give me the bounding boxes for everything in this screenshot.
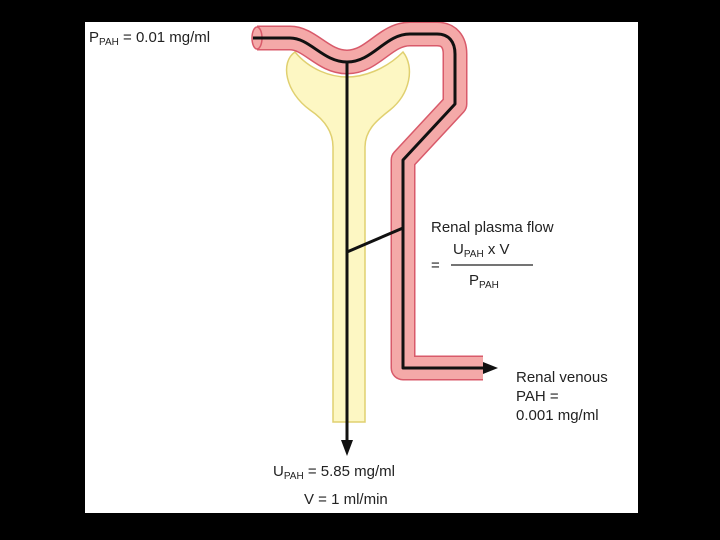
venous-line1: Renal venous: [516, 369, 608, 386]
urine-value: = 5.85 mg/ml: [303, 463, 395, 480]
venous-line3: 0.001 mg/ml: [516, 407, 599, 424]
secretion-line: [346, 226, 404, 254]
numerator-sub: PAH: [463, 249, 484, 260]
arterial-p: P: [89, 29, 100, 46]
venous-arrow-head: [483, 362, 498, 374]
rpf-equals: =: [431, 257, 440, 274]
venous-line2: PAH =: [516, 388, 559, 405]
urine-u: U: [273, 463, 284, 480]
numerator-rest: x V: [483, 241, 510, 258]
nephron-diagram: [251, 22, 533, 456]
numerator-u: U: [453, 241, 464, 258]
arterial-value: = 0.01 mg/ml: [118, 29, 211, 46]
arterial-pah-label: PPAH = 0.01 mg/ml: [89, 29, 210, 48]
urine-pah-label: UPAH = 5.85 mg/ml: [273, 463, 395, 482]
urine-flow-label: V = 1 ml/min: [304, 491, 388, 508]
denominator-p: P: [469, 272, 480, 289]
plasma-flow-line: [253, 32, 483, 370]
rpf-title: Renal plasma flow: [431, 219, 554, 236]
urine-sub: PAH: [283, 471, 304, 482]
rpf-denominator: PPAH: [469, 272, 499, 291]
urine-arrow-head: [341, 440, 353, 456]
diagram-canvas: PPAH = 0.01 mg/ml Renal plasma flow = UP…: [85, 22, 638, 513]
rpf-numerator: UPAH x V: [453, 241, 510, 260]
denominator-sub: PAH: [479, 280, 499, 291]
arterial-sub: PAH: [99, 37, 119, 48]
